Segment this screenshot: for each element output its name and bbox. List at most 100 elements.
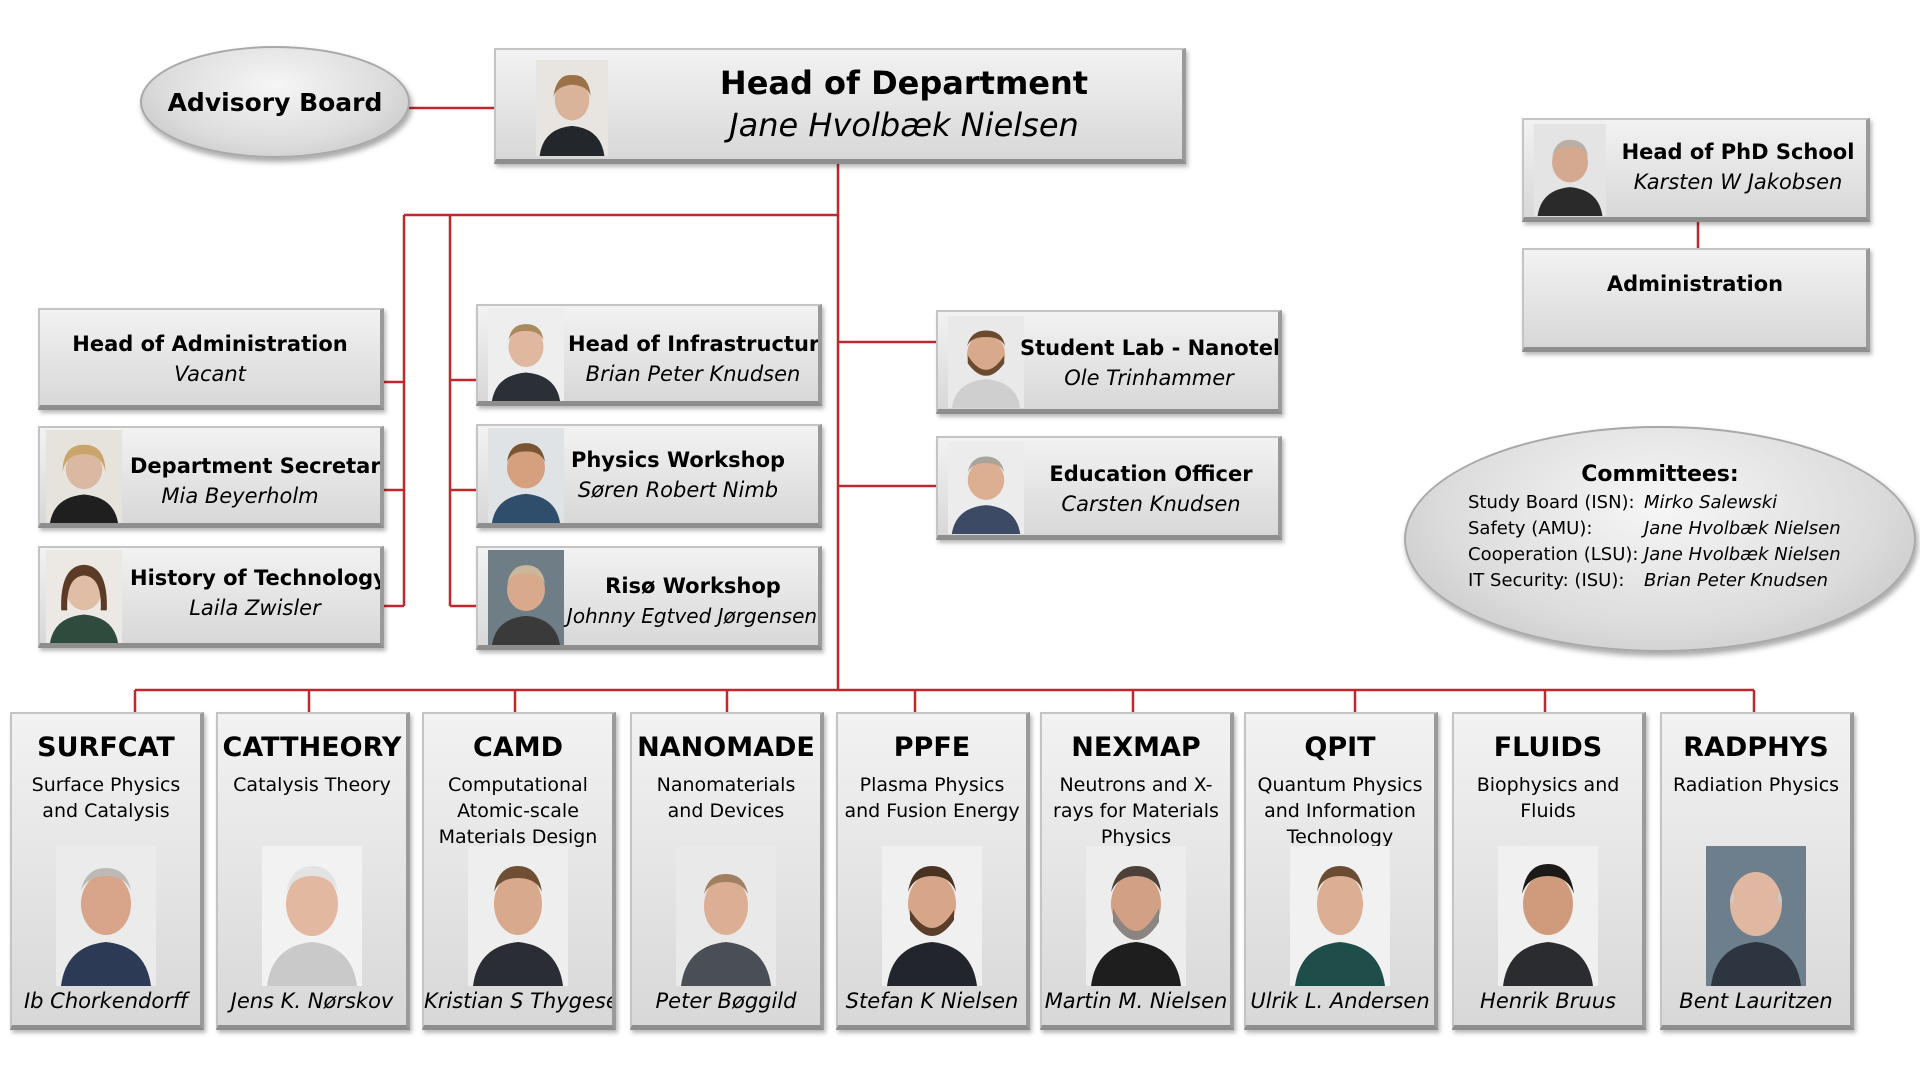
physics-workshop-name: Søren Robert Nimb	[577, 478, 779, 502]
group-qpit: QPIT Quantum Physics and Information Tec…	[1244, 712, 1438, 1030]
riso-workshop-title: Risø Workshop	[605, 574, 781, 598]
physics-workshop-box: Physics Workshop Søren Robert Nimb	[476, 424, 822, 528]
head-of-infrastructure-title: Head of Infrastructure	[568, 332, 822, 356]
group-leader-photo	[468, 846, 568, 986]
group-leader-photo	[1290, 846, 1390, 986]
group-leader-photo	[56, 846, 156, 986]
committee-label: Cooperation (LSU):	[1468, 544, 1639, 565]
committee-member: Brian Peter Knudsen	[1644, 570, 1828, 591]
administration-box: Administration	[1522, 248, 1870, 352]
group-code: NEXMAP	[1071, 732, 1201, 763]
group-leader-name: Peter Bøggild	[655, 989, 797, 1013]
group-code: CATTHEORY	[222, 732, 402, 763]
group-fluids: FLUIDS Biophysics and Fluids Henrik Bruu…	[1452, 712, 1646, 1030]
education-officer-title: Education Officer	[1049, 462, 1253, 486]
group-leader-photo	[882, 846, 982, 986]
committees-node: Committees: Study Board (ISN): Mirko Sale…	[1404, 426, 1916, 652]
physics-workshop-title: Physics Workshop	[570, 448, 786, 472]
head-of-department-photo	[536, 60, 608, 156]
department-secretary-photo	[46, 430, 122, 523]
group-camd: CAMD Computational Atomic-scale Material…	[422, 712, 616, 1030]
history-of-technology-box: History of Technology Laila Zwisler	[38, 546, 384, 648]
group-description: Surface Physics and Catalysis	[31, 774, 181, 822]
department-secretary-box: Department Secretary Mia Beyerholm	[38, 426, 384, 528]
advisory-board-label: Advisory Board	[167, 88, 383, 117]
group-leader-name: Kristian S Thygesen	[424, 989, 616, 1013]
group-leader-photo	[1706, 846, 1806, 986]
group-description: Neutrons and X-rays for Materials Physic…	[1053, 774, 1219, 848]
administration-label: Administration	[1606, 272, 1784, 296]
group-leader-name: Ib Chorkendorff	[23, 989, 188, 1013]
group-code: QPIT	[1304, 732, 1376, 763]
group-leader-photo	[1086, 846, 1186, 986]
committees-title: Committees:	[1581, 462, 1739, 487]
group-ppfe: PPFE Plasma Physics and Fusion Energy St…	[836, 712, 1030, 1030]
student-lab-box: Student Lab - Nanoteket Ole Trinhammer	[936, 310, 1282, 414]
committee-row-it-security: IT Security: (ISU): Brian Peter Knudsen	[1468, 570, 1828, 591]
department-secretary-title: Department Secretary	[130, 454, 384, 478]
phd-school-name: Karsten W Jakobsen	[1633, 170, 1843, 194]
head-of-infrastructure-name: Brian Peter Knudsen	[585, 362, 801, 386]
group-code: SURFCAT	[37, 732, 175, 763]
committee-member: Jane Hvolbæk Nielsen	[1644, 518, 1841, 539]
group-description: Biophysics and Fluids	[1476, 774, 1620, 822]
group-leader-photo	[1498, 846, 1598, 986]
group-description: Radiation Physics	[1672, 774, 1840, 796]
group-code: RADPHYS	[1683, 732, 1829, 763]
student-lab-name: Ole Trinhammer	[1064, 366, 1234, 390]
group-description: Computational Atomic-scale Materials Des…	[438, 774, 598, 848]
group-leader-name: Martin M. Nielsen	[1044, 989, 1228, 1013]
advisory-board-node: Advisory Board	[140, 46, 410, 158]
committee-row-safety: Safety (AMU): Jane Hvolbæk Nielsen	[1468, 518, 1841, 539]
riso-workshop-photo	[488, 550, 564, 645]
group-radphys: RADPHYS Radiation Physics Bent Lauritzen	[1660, 712, 1854, 1030]
head-of-administration-title: Head of Administration	[72, 332, 348, 356]
phd-school-box: Head of PhD School Karsten W Jakobsen	[1522, 118, 1870, 222]
head-of-infrastructure-photo	[488, 308, 564, 401]
history-of-technology-name: Laila Zwisler	[189, 596, 321, 620]
committee-member: Mirko Salewski	[1644, 492, 1778, 513]
head-of-administration-box: Head of Administration Vacant	[38, 308, 384, 410]
group-leader-name: Stefan K Nielsen	[845, 989, 1019, 1013]
group-leader-photo	[262, 846, 362, 986]
group-cattheory: CATTHEORY Catalysis Theory Jens K. Nørsk…	[216, 712, 410, 1030]
committee-member: Jane Hvolbæk Nielsen	[1644, 544, 1841, 565]
head-of-department-box: Head of Department Jane Hvolbæk Nielsen	[494, 48, 1186, 164]
group-code: FLUIDS	[1493, 732, 1603, 763]
phd-school-title: Head of PhD School	[1621, 140, 1855, 164]
group-leader-name: Bent Lauritzen	[1679, 989, 1833, 1013]
committee-label: Safety (AMU):	[1468, 518, 1593, 539]
student-lab-photo	[948, 316, 1024, 408]
student-lab-title: Student Lab - Nanoteket	[1020, 336, 1282, 360]
group-nexmap: NEXMAP Neutrons and X-rays for Materials…	[1040, 712, 1234, 1030]
group-leader-name: Henrik Bruus	[1480, 989, 1616, 1013]
education-officer-box: Education Officer Carsten Knudsen	[936, 436, 1282, 540]
department-secretary-name: Mia Beyerholm	[161, 484, 319, 508]
committee-label: IT Security: (ISU):	[1468, 570, 1625, 591]
group-surfcat: SURFCAT Surface Physics and Catalysis Ib…	[10, 712, 204, 1030]
riso-workshop-name: Johnny Egtved Jørgensen	[566, 604, 818, 628]
group-description: Plasma Physics and Fusion Energy	[844, 774, 1020, 822]
education-officer-photo	[948, 442, 1024, 534]
committee-label: Study Board (ISN):	[1468, 492, 1635, 513]
group-code: NANOMADE	[637, 732, 815, 763]
history-of-technology-photo	[46, 550, 122, 643]
committee-row-study-board: Study Board (ISN): Mirko Salewski	[1468, 492, 1777, 513]
group-description: Quantum Physics and Information Technolo…	[1257, 774, 1423, 848]
head-of-infrastructure-box: Head of Infrastructure Brian Peter Knuds…	[476, 304, 822, 406]
head-of-administration-name: Vacant	[174, 362, 246, 386]
history-of-technology-title: History of Technology	[130, 566, 384, 590]
head-of-department-title: Head of Department	[719, 64, 1089, 102]
physics-workshop-photo	[488, 428, 564, 523]
group-description: Nanomaterials and Devices	[656, 774, 796, 822]
committee-row-cooperation: Cooperation (LSU):Jane Hvolbæk Nielsen	[1468, 544, 1841, 565]
group-code: PPFE	[893, 732, 971, 763]
phd-school-photo	[1534, 124, 1606, 216]
riso-workshop-box: Risø Workshop Johnny Egtved Jørgensen	[476, 546, 822, 650]
head-of-department-name: Jane Hvolbæk Nielsen	[729, 106, 1079, 144]
group-nanomade: NANOMADE Nanomaterials and Devices Peter…	[630, 712, 824, 1030]
group-leader-name: Jens K. Nørskov	[230, 989, 394, 1013]
education-officer-name: Carsten Knudsen	[1061, 492, 1241, 516]
group-code: CAMD	[473, 732, 563, 763]
